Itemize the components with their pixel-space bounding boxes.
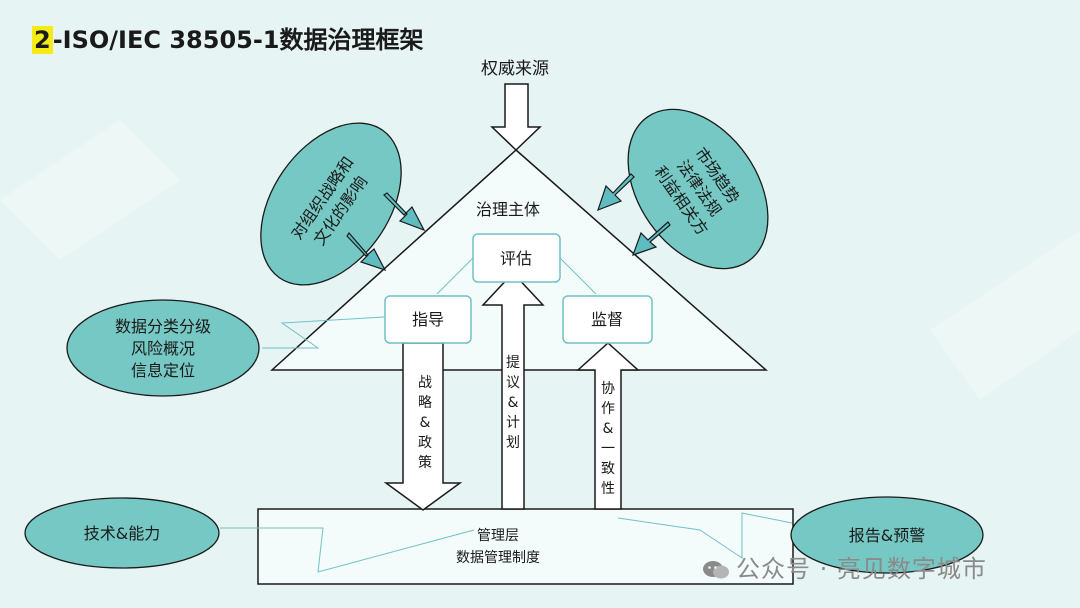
management-layer-label: 管理层 — [477, 528, 519, 544]
org-culture-ellipse — [260, 122, 402, 286]
background-band — [0, 120, 180, 260]
conformance-label-char: 一 — [601, 441, 615, 457]
evaluate-monitor-connector — [559, 257, 597, 295]
title-text: -ISO/IEC 38505-1数据治理框架 — [52, 26, 424, 54]
authority-label: 权威来源 — [481, 59, 549, 79]
proposal-label-char: 划 — [506, 435, 520, 451]
data-class-label: 风险概况 — [131, 339, 195, 358]
page-title: 2-ISO/IEC 38505-1数据治理框架 — [32, 20, 424, 55]
data-class-connector — [262, 316, 386, 349]
watermark-text: 公众号 · 亮见数字城市 — [736, 555, 987, 583]
tech-capability-label: 技术&能力 — [84, 524, 160, 543]
data-class-label: 信息定位 — [131, 361, 195, 380]
monitor-label: 监督 — [591, 310, 623, 329]
watermark: 公众号 · 亮见数字城市 — [702, 549, 987, 584]
market-arrow — [597, 173, 635, 212]
report-alert-label: 报告&预警 — [849, 526, 925, 545]
conformance-label-char: 性 — [601, 481, 615, 497]
conformance-label-char: 协 — [601, 381, 615, 397]
proposal-label-char: 计 — [506, 415, 520, 431]
strategy-label-char: 政 — [418, 435, 432, 451]
evaluate-label: 评估 — [500, 249, 532, 268]
report-alert-ellipse — [790, 496, 984, 574]
tech-capability-ellipse — [24, 497, 220, 569]
strategy-label-char: 略 — [418, 395, 432, 411]
market-arrow — [632, 221, 671, 256]
org-culture-arrow — [346, 232, 387, 272]
governance-body-label: 治理主体 — [476, 200, 540, 219]
evaluate-direct-connector — [436, 257, 474, 295]
strategy-policy-arrow — [383, 342, 463, 511]
conformance-label-char: 致 — [601, 461, 615, 477]
tech-connector — [220, 527, 475, 573]
direct-label: 指导 — [412, 310, 444, 329]
report-connector — [617, 512, 793, 559]
authority-down-arrow — [490, 83, 542, 152]
direct-box — [384, 295, 472, 344]
proposal-plan-arrow — [481, 271, 545, 510]
proposal-label-char: 议 — [506, 375, 520, 391]
org-culture-arrow — [383, 192, 426, 232]
data-class-label: 数据分类分级 — [115, 317, 211, 336]
proposal-label-char: & — [508, 395, 519, 411]
strategy-label-char: & — [420, 415, 431, 431]
strategy-label-char: 战 — [418, 375, 432, 391]
conformance-label-char: 作 — [601, 401, 615, 417]
strategy-label-char: 策 — [418, 454, 432, 471]
conformance-arrow — [576, 341, 640, 510]
evaluate-box — [472, 233, 561, 283]
data-class-ellipse — [66, 299, 260, 397]
conformance-label-char: & — [603, 421, 614, 437]
proposal-label-char: 提 — [506, 355, 520, 371]
management-system-label: 数据管理制度 — [456, 550, 540, 566]
wechat-icon — [703, 561, 729, 579]
monitor-box — [562, 295, 653, 344]
background-band — [930, 230, 1080, 400]
title-number: 2 — [32, 26, 53, 54]
